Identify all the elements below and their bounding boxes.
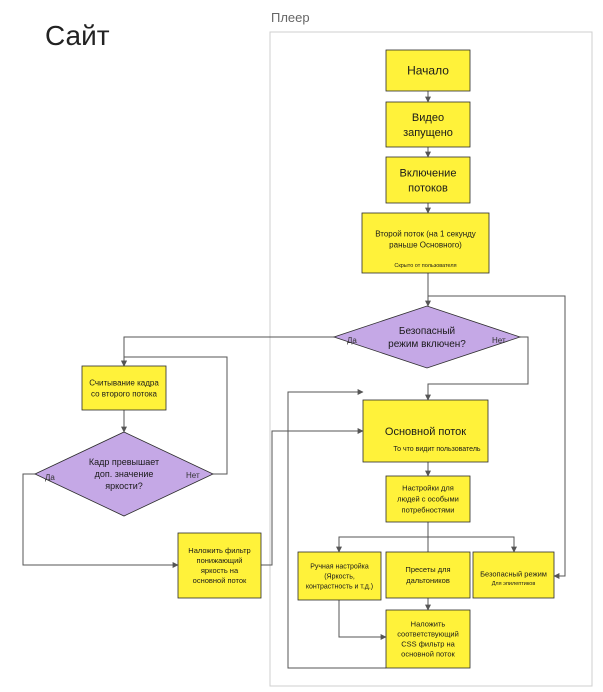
node-label-line: Включение [400, 167, 457, 179]
node-label-line: (Яркость, [324, 573, 355, 580]
node-presets: Пресеты для дальтоников [385, 551, 471, 599]
edge-safe-yes-read [121, 336, 334, 367]
node-label-line: Видео [412, 112, 444, 124]
node-manual-settings: Ручная настройка (Яркость, контрастность и… [297, 551, 382, 601]
node-label-line: потоков [408, 182, 448, 194]
node-note: Скрыто от пользователя [394, 263, 456, 269]
edge-bright-yes-filter [22, 473, 179, 568]
process-box [361, 212, 490, 274]
process-box [385, 101, 471, 148]
node-label-line: потребностями [402, 506, 455, 515]
edge-filter-main [261, 428, 364, 566]
process-box [362, 399, 489, 463]
node-label-line: Безопасный режим [480, 570, 547, 579]
process-box [297, 551, 382, 601]
node-label-line: Настройки для [402, 484, 454, 493]
process-box [81, 365, 167, 411]
player-swimlane-title: Плеер [271, 10, 310, 25]
node-read-frame: Считывание кадра со второго потока [81, 365, 167, 411]
node-note: Для эпилептиков [492, 581, 536, 587]
node-start: Начало [385, 49, 471, 92]
edge-css-main [287, 389, 386, 669]
process-box [385, 475, 471, 523]
process-box [177, 532, 262, 599]
node-note: То что видит пользователь [393, 446, 480, 453]
node-label-line: раньше Основного) [389, 240, 462, 249]
node-safe-mode-question: Безопасный режим включен? [332, 305, 522, 369]
node-accessibility-settings: Настройки для людей с особыми потребностям… [385, 475, 471, 523]
node-label-line: основной поток [401, 650, 455, 659]
node-label-line: CSS фильтр на [401, 640, 455, 649]
node-label-line: Считывание кадра [89, 378, 159, 387]
process-box [385, 49, 471, 92]
node-video-started: Видео запущено [385, 101, 471, 148]
node-main-stream: Основной поток То что видит пользователь [362, 399, 489, 463]
node-label-line: Пресеты для [405, 565, 450, 574]
player-swimlane-frame [269, 31, 593, 687]
node-label-line: основной поток [193, 576, 247, 585]
process-box [385, 609, 471, 669]
node-label-line: Наложить фильтр [188, 546, 250, 555]
node-brightness-question: Кадр превышает доп. значение яркости? [34, 431, 214, 517]
node-label-line: Ручная настройка [310, 562, 369, 570]
edge-bright-no-read [121, 356, 228, 475]
node-label-line: Начало [407, 64, 449, 78]
decision-diamond [34, 431, 214, 517]
edge-label-bright-no: Нет [186, 471, 200, 480]
edge-label-safe-no: Нет [492, 336, 506, 345]
site-title: Сайт [45, 20, 110, 51]
edge-settings-safe [428, 536, 517, 553]
node-label-line: яркость на [201, 566, 239, 575]
edge-label-safe-yes: Да [347, 336, 357, 345]
node-label-line: Основной поток [385, 426, 466, 438]
process-box [385, 156, 471, 204]
node-label-line: контрастность и т.д.) [306, 583, 373, 590]
edges [22, 91, 566, 669]
node-label-line: Кадр превышает [89, 457, 159, 467]
node-label-line: со второго потока [91, 389, 157, 398]
edge-safe-no-main [425, 336, 529, 401]
edge-second-loop-main [428, 295, 566, 579]
decision-diamond [332, 305, 522, 369]
process-box [472, 551, 555, 599]
node-label-line: режим включен? [388, 339, 466, 350]
edge-label-bright-yes: Да [45, 473, 55, 482]
node-label-line: людей с особыми [397, 495, 459, 504]
node-label-line: соответствующий [397, 630, 459, 639]
node-label-line: дальтоников [406, 576, 450, 585]
edge-settings-manual [336, 522, 429, 553]
node-label-line: Второй поток (на 1 секунду [375, 229, 476, 238]
node-second-stream: Второй поток (на 1 секунду раньше Основно… [361, 212, 490, 274]
node-label-line: запущено [403, 127, 453, 139]
node-label-line: доп. значение [95, 469, 154, 479]
node-streams-on: Включение потоков [385, 156, 471, 204]
node-label-line: Наложить [411, 620, 446, 629]
process-box [385, 551, 471, 599]
edge-manual-css [338, 600, 387, 640]
node-label-line: понижающий [197, 556, 243, 565]
node-label-line: яркости? [105, 481, 143, 491]
node-label-line: Безопасный [399, 326, 455, 337]
